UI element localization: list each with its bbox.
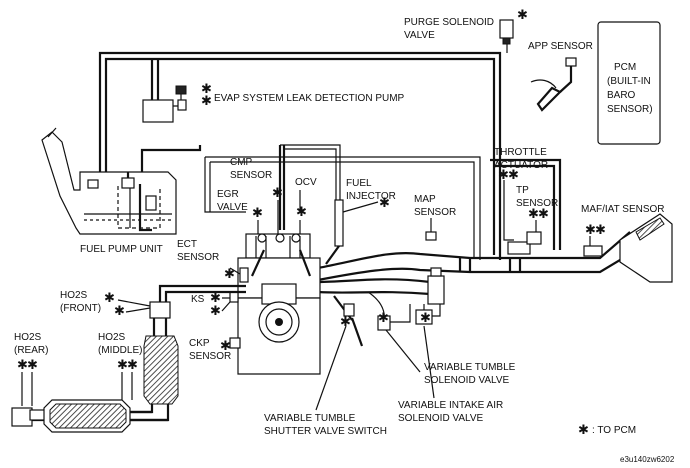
exhaust-system [11,284,246,433]
fuel-tank [41,127,202,235]
wiring-loops [204,144,562,260]
ho2s-rear-label-1: HO2S [14,332,42,343]
ect-sensor-label-1: ECT [177,239,197,250]
to-pcm-star-icon: ✱ [498,168,509,183]
pcm-label-4: SENSOR) [607,104,653,115]
pcm-label-2: (BUILT-IN [607,76,651,87]
engine [229,233,321,375]
evap-pump-label: EVAP SYSTEM LEAK DETECTION PUMP [214,93,405,104]
figure-code: e3u140zw6202 [620,455,675,464]
fuel-injector-label-1: FUEL [346,178,372,189]
map-sensor-label-1: MAP [414,194,436,205]
egr-valve-label-1: EGR [217,189,239,200]
accelerator-pedal-icon [530,57,577,112]
legend-star-icon: ✱ [578,423,589,438]
pcm-label-3: BARO [607,90,636,101]
variable-tumble-solenoid-valve [367,291,411,331]
variable-tumble-solenoid-label-1: VARIABLE TUMBLE [424,362,516,373]
to-pcm-star-icon: ✱ [252,206,263,221]
app-sensor-label: APP SENSOR [528,41,593,52]
fuel-pump-unit-label: FUEL PUMP UNIT [80,244,163,255]
map-sensor-label-2: SENSOR [414,207,456,218]
to-pcm-star-icon: ✱ [117,358,128,373]
fuel-injector-label-2: INJECTOR [346,191,396,202]
ho2s-middle-label-2: (MIDDLE) [98,345,142,356]
tp-sensor-label-1: TP [516,185,529,196]
to-pcm-star-icon: ✱ [272,186,283,201]
to-pcm-star-icon: ✱ [420,311,431,326]
ho2s-rear-label-2: (REAR) [14,345,48,356]
purge-solenoid-valve-label-1: PURGE SOLENOID [404,17,494,28]
maf-iat-sensor-label: MAF/IAT SENSOR [581,204,665,215]
maf-iat-sensor [583,236,603,257]
to-pcm-star-icon: ✱ [528,207,539,222]
egr-valve-label-2: VALVE [217,202,248,213]
map-sensor [425,231,437,241]
tp-sensor-lead [503,180,537,241]
variable-tumble-solenoid-label-2: SOLENOID VALVE [424,375,510,386]
ocv-label: OCV [295,177,317,188]
to-pcm-star-icon: ✱ [224,267,235,282]
to-pcm-star-icon: ✱ [27,358,38,373]
to-pcm-star-icon: ✱ [17,358,28,373]
to-pcm-star-icon: ✱ [127,358,138,373]
pcm-box [597,21,661,145]
to-pcm-star-icon: ✱ [210,291,221,306]
to-pcm-star-icon: ✱ [517,8,528,23]
purge-solenoid-valve-label-2: VALVE [404,30,435,41]
legend-text: : TO PCM [592,425,636,436]
to-pcm-star-icon: ✱ [340,315,351,330]
air-cleaner [619,213,673,283]
variable-intake-air-solenoid-valve [415,304,441,325]
cmp-sensor-label-2: SENSOR [230,170,272,181]
throttle-actuator-label-2: ACTUATOR [494,160,548,171]
tp-sensor-label-2: SENSOR [516,198,558,209]
to-pcm-star-icon: ✱ [210,304,221,319]
ckp-sensor-label-2: SENSOR [189,351,231,362]
ho2s-front-label-1: HO2S [60,290,88,301]
ho2s-front-label-2: (FRONT) [60,303,101,314]
to-pcm-star-icon: ✱ [585,223,596,238]
fuel-injector [325,199,379,265]
to-pcm-star-icon: ✱ [104,291,115,306]
evap-vapor-lines [98,38,508,260]
throttle-actuator-label-1: THROTTLE [494,147,547,158]
variable-intake-air-label-2: SOLENOID VALVE [398,413,484,424]
ect-sensor-label-2: SENSOR [177,252,219,263]
ckp-sensor-label-1: CKP [189,338,210,349]
evap-leak-detection-pump [142,85,187,123]
variable-intake-air-label-1: VARIABLE INTAKE AIR [398,400,503,411]
to-pcm-star-icon: ✱ [201,82,212,97]
intake-duct [317,231,641,282]
ks-label: KS [191,294,205,305]
to-pcm-star-icon: ✱ [220,339,231,354]
pcm-label-1: PCM [614,62,636,73]
to-pcm-star-icon: ✱ [508,168,519,183]
to-pcm-star-icon: ✱ [201,94,212,109]
ho2s-middle-label-1: HO2S [98,332,126,343]
variable-tumble-shutter-label-1: VARIABLE TUMBLE [264,413,356,424]
variable-tumble-shutter-label-2: SHUTTER VALVE SWITCH [264,426,387,437]
to-pcm-star-icon: ✱ [379,196,390,211]
to-pcm-star-icon: ✱ [378,311,389,326]
to-pcm-star-icon: ✱ [296,205,307,220]
cmp-sensor-label-1: CMP [230,157,253,168]
variable-tumble-shutter-valve [333,295,364,347]
to-pcm-star-icon: ✱ [538,207,549,222]
to-pcm-star-icon: ✱ [595,223,606,238]
throttle-body [507,231,542,255]
to-pcm-star-icon: ✱ [114,304,125,319]
purge-solenoid-valve [499,19,514,45]
